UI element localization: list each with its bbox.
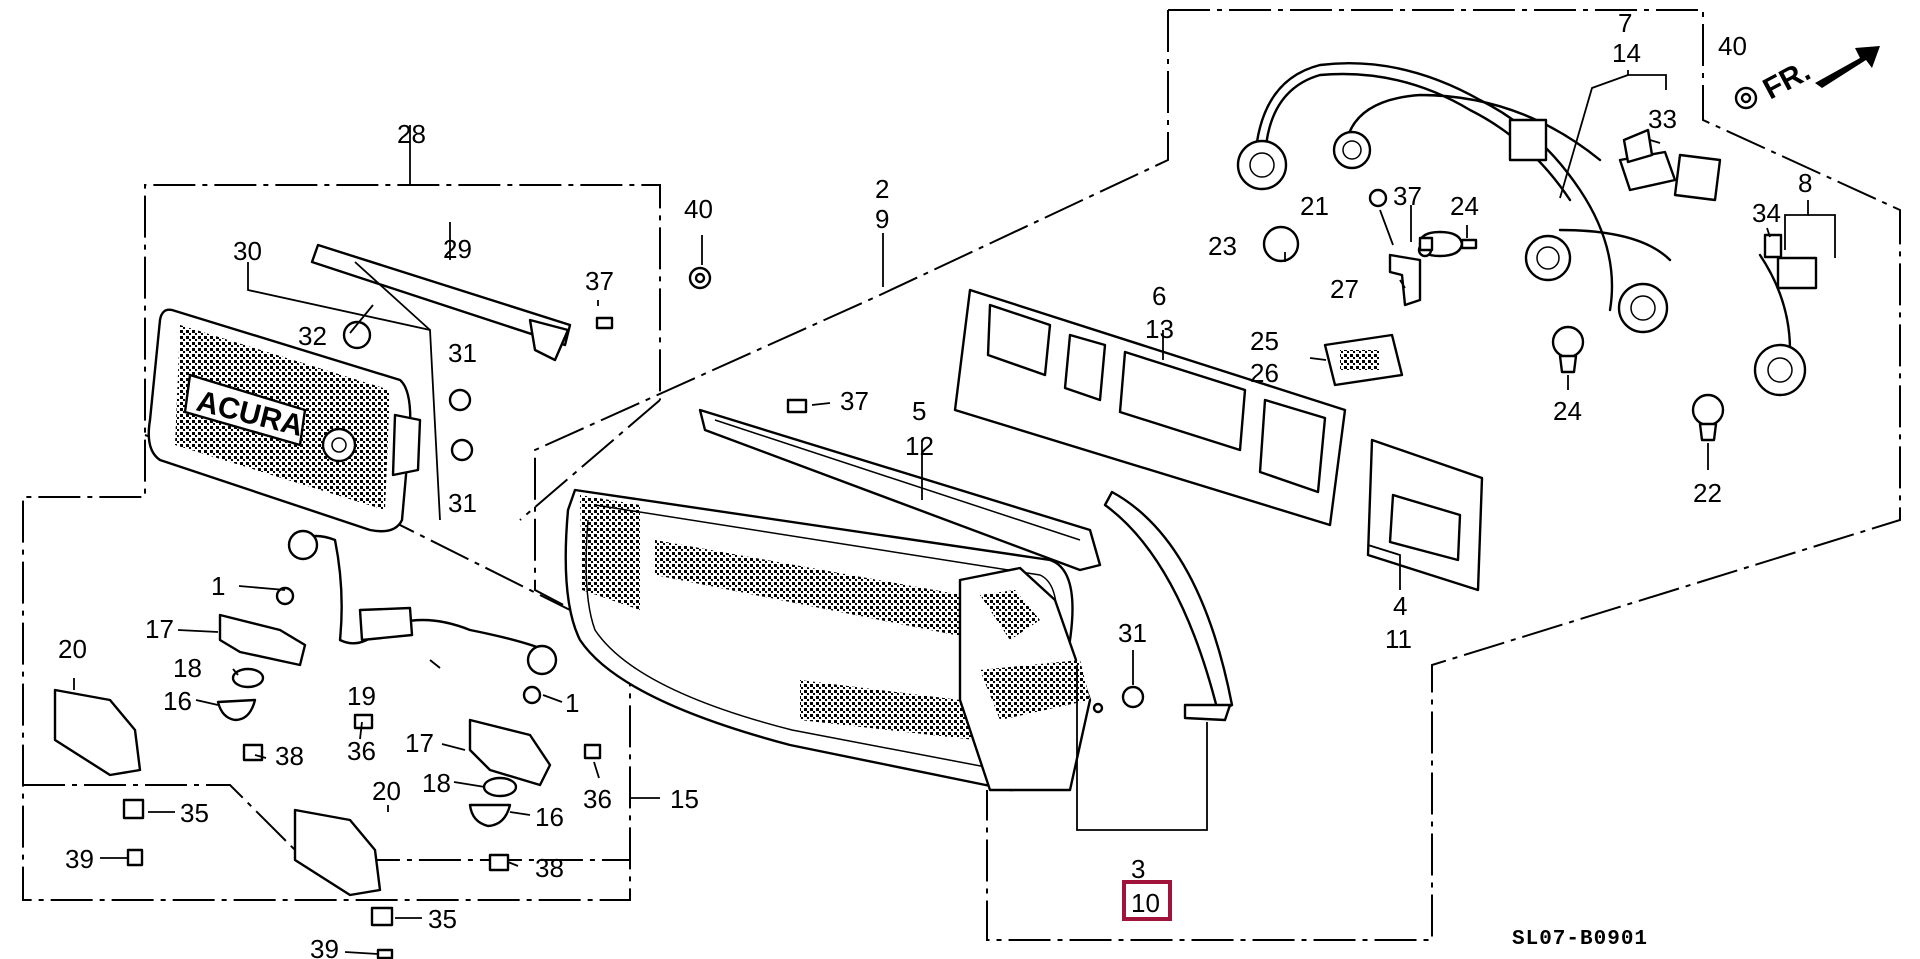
front-direction-label: FR.	[1758, 54, 1816, 106]
callout-37-a: 37	[585, 266, 614, 296]
callout-29: 29	[443, 234, 472, 264]
callout-30: 30	[233, 236, 262, 266]
callout-1-b: 1	[565, 688, 579, 718]
callout-17-a: 17	[145, 614, 174, 644]
wire-harness	[1236, 62, 1818, 397]
callout-1-a: 1	[211, 571, 225, 601]
callout-6: 6	[1152, 281, 1166, 311]
callout-15: 15	[670, 784, 699, 814]
callout-33: 33	[1648, 104, 1677, 134]
license-light-assembly	[53, 529, 558, 897]
side-trim-strip	[1103, 490, 1234, 722]
callout-38-b: 38	[535, 853, 564, 883]
callout-35-a: 35	[180, 798, 209, 828]
callout-10: 10	[1131, 888, 1160, 918]
callout-13: 13	[1145, 314, 1174, 344]
callout-8: 8	[1798, 168, 1812, 198]
callout-4: 4	[1393, 591, 1407, 621]
gasket-frame	[953, 288, 1347, 527]
callout-19: 19	[347, 681, 376, 711]
front-direction-arrow: FR.	[1758, 46, 1880, 106]
callout-39-b: 39	[310, 934, 339, 959]
callout-2: 2	[875, 174, 889, 204]
highlighted-part-box	[1122, 880, 1172, 921]
callout-11: 11	[1385, 624, 1412, 654]
callout-labels: 28 30 29 37 32 31 31 40 2 9 37 5 12 6 13…	[58, 8, 1812, 959]
bulbs	[1262, 188, 1725, 442]
callout-20-a: 20	[58, 634, 87, 664]
callout-9: 9	[875, 204, 889, 234]
callout-31-b: 31	[448, 488, 477, 518]
callout-26: 26	[1250, 358, 1279, 388]
callout-32: 32	[298, 321, 327, 351]
bracket-and-module	[1323, 242, 1433, 387]
callout-16-a: 16	[163, 686, 192, 716]
callout-14: 14	[1612, 38, 1641, 68]
callout-38-a: 38	[275, 741, 304, 771]
callout-16-b: 16	[535, 802, 564, 832]
callout-20-b: 20	[372, 776, 401, 806]
callout-21: 21	[1300, 191, 1329, 221]
callout-3: 3	[1131, 854, 1145, 884]
callout-24-b: 24	[1553, 396, 1582, 426]
callout-37-b: 37	[840, 386, 869, 416]
diagram-code: SL07-B0901	[1512, 928, 1648, 951]
leader-lines	[73, 70, 1836, 955]
callout-28: 28	[397, 119, 426, 149]
callout-12: 12	[905, 431, 934, 461]
callout-22: 22	[1693, 478, 1722, 508]
callout-34: 34	[1752, 198, 1781, 228]
tail-light-lens-assembly	[564, 408, 1104, 792]
callout-31-a: 31	[448, 338, 477, 368]
callout-39-a: 39	[65, 844, 94, 874]
callout-37-c: 37	[1393, 181, 1422, 211]
acura-garnish: ACURA	[147, 243, 572, 533]
fasteners	[122, 86, 1758, 959]
callout-24-a: 24	[1450, 191, 1479, 221]
callout-23: 23	[1208, 231, 1237, 261]
small-gasket	[1366, 438, 1484, 592]
callout-40-b: 40	[1718, 31, 1747, 61]
callout-36-a: 36	[347, 736, 376, 766]
callout-17-b: 17	[405, 728, 434, 758]
callout-7: 7	[1618, 8, 1632, 38]
callout-31-c: 31	[1118, 618, 1147, 648]
callout-18-a: 18	[173, 653, 202, 683]
callout-40-a: 40	[684, 194, 713, 224]
callout-36-b: 36	[583, 784, 612, 814]
callout-35-b: 35	[428, 904, 457, 934]
callout-18-b: 18	[422, 768, 451, 798]
callout-25: 25	[1250, 326, 1279, 356]
callout-27: 27	[1330, 274, 1359, 304]
callout-5: 5	[912, 396, 926, 426]
